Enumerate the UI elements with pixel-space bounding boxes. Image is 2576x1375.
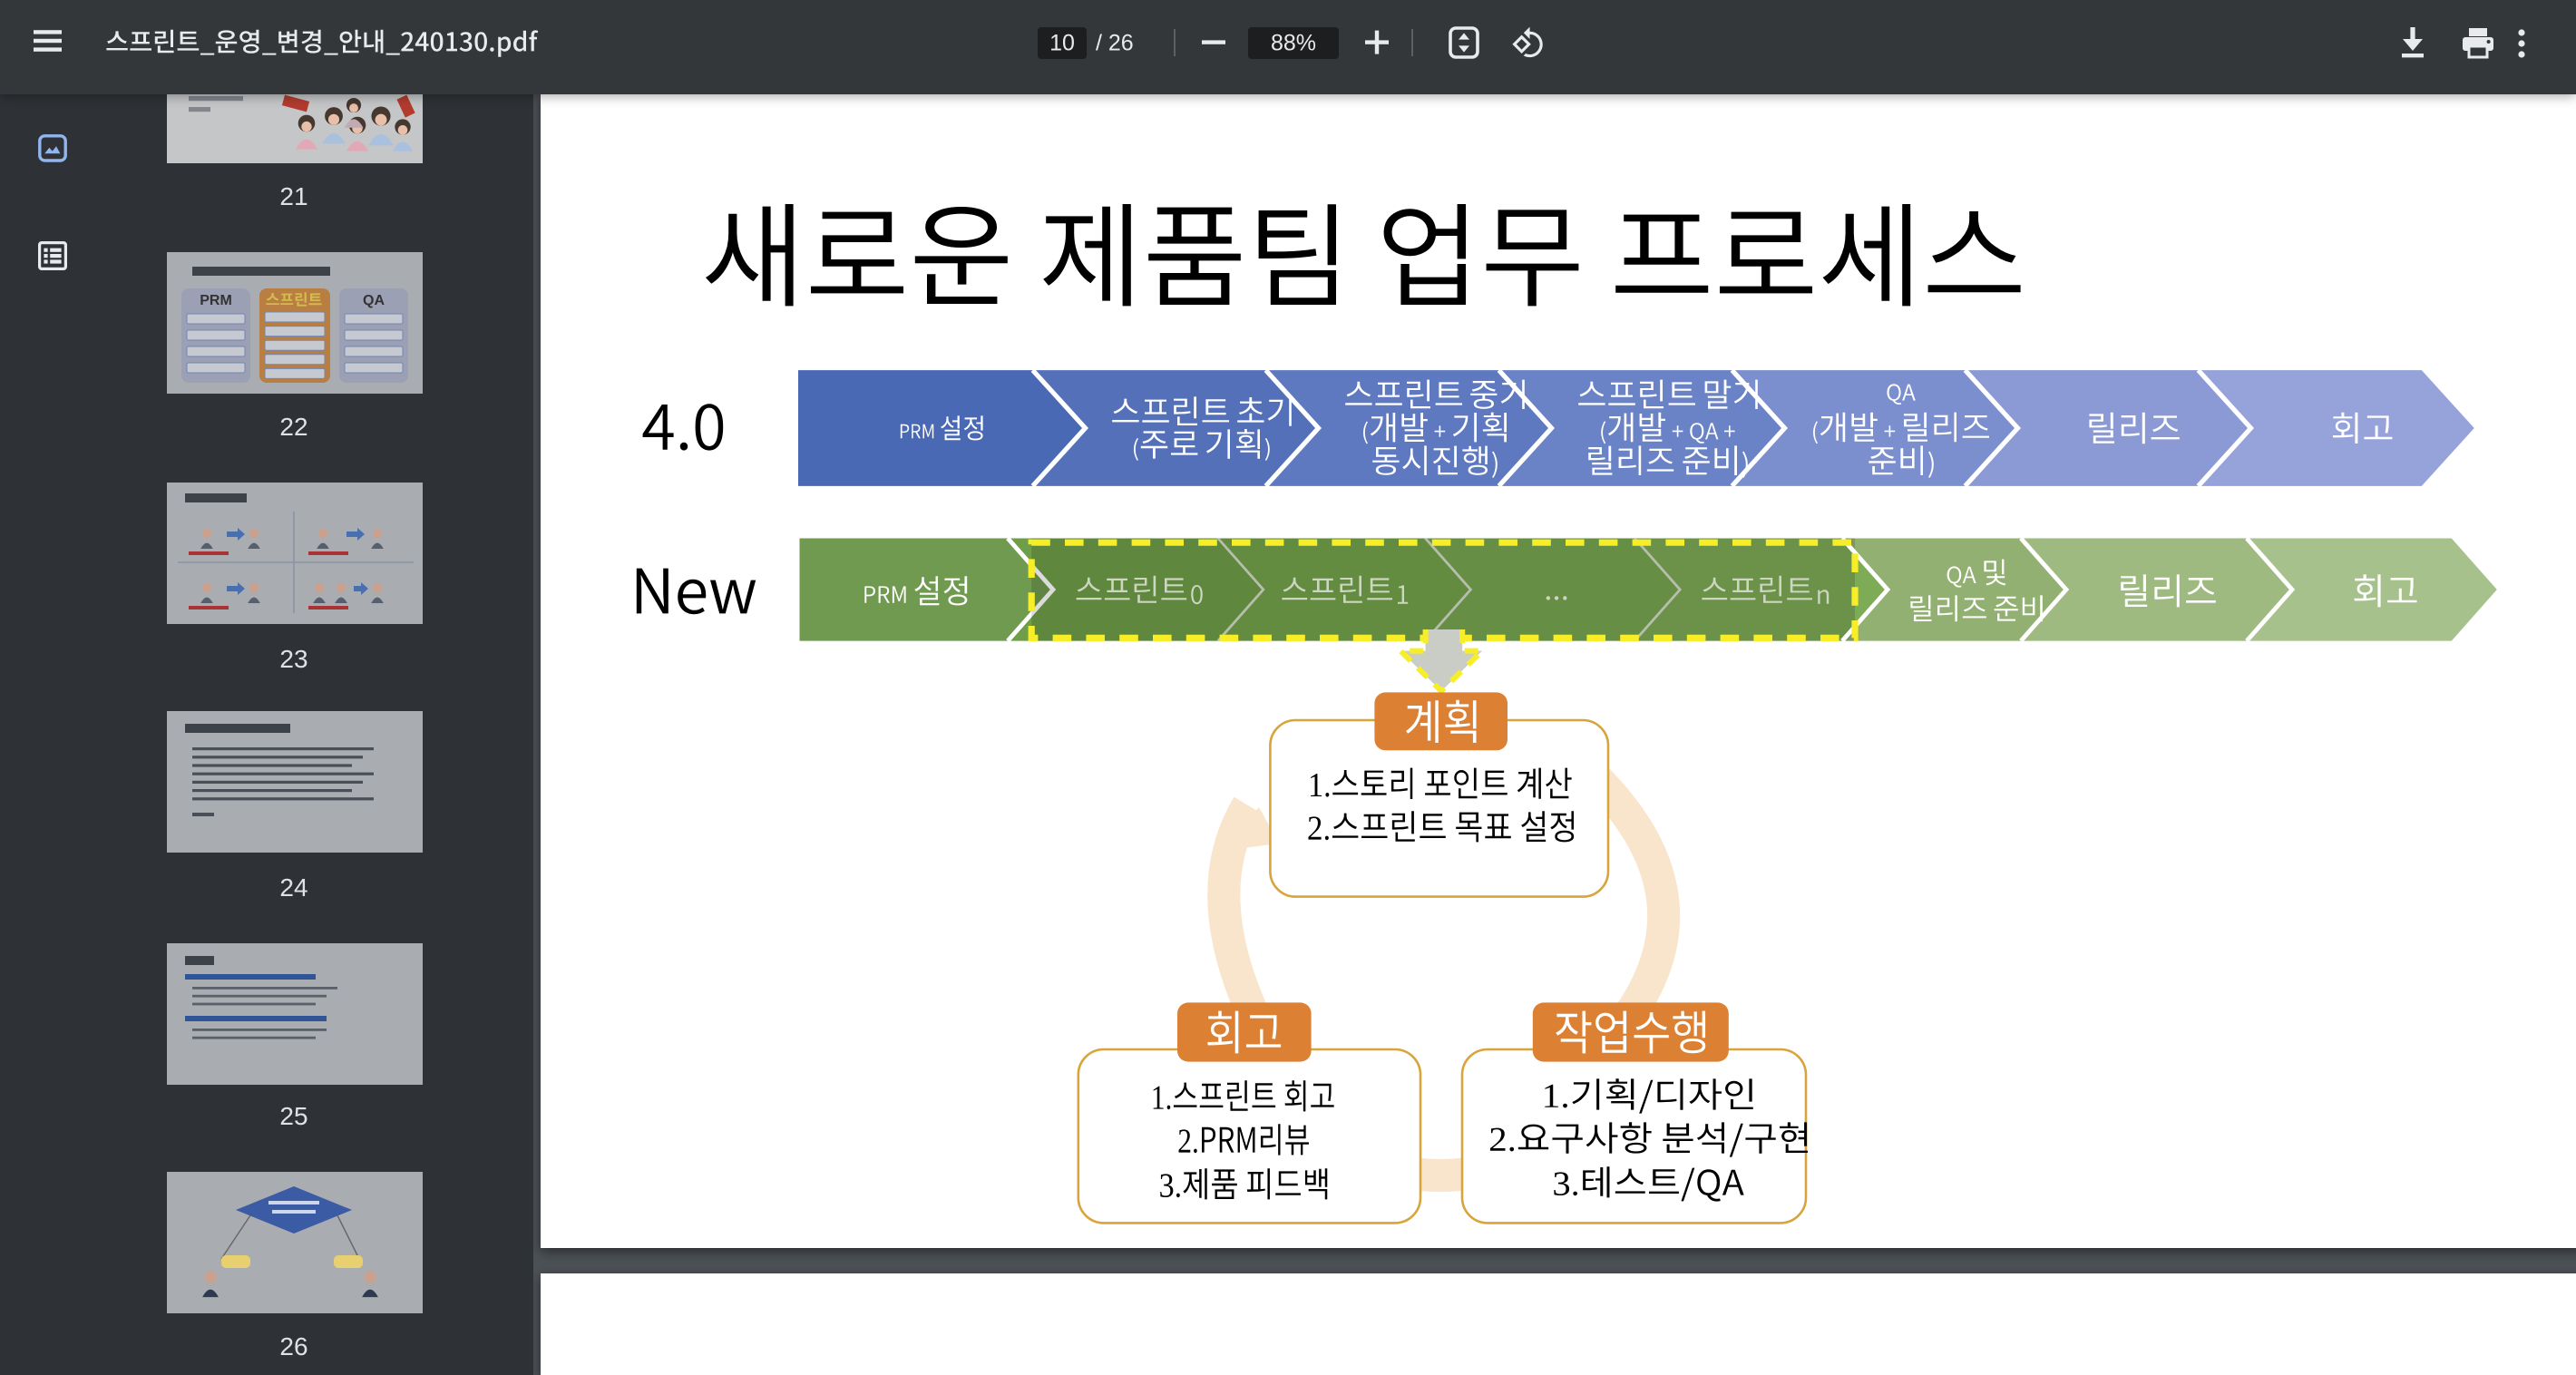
svg-text:/ 26: / 26 bbox=[1096, 31, 1134, 56]
svg-text:QA: QA bbox=[362, 293, 384, 308]
svg-text:PRM: PRM bbox=[199, 293, 231, 308]
svg-text:88%: 88% bbox=[1271, 31, 1316, 56]
svg-text:10: 10 bbox=[1049, 31, 1075, 56]
